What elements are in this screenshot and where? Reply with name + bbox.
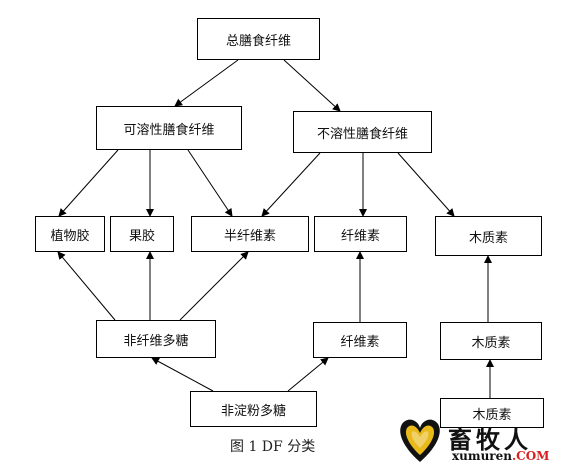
node-hemicellulose: 半纤维素 — [191, 216, 309, 252]
node-soluble-dietary-fiber: 可溶性膳食纤维 — [96, 106, 242, 150]
node-lignin-middle: 木质素 — [440, 322, 542, 360]
arrow-insoluble-to-hemicellulose — [261, 152, 321, 217]
arrow-total-to-insoluble — [283, 59, 341, 112]
node-cellulose-top: 纤维素 — [314, 216, 407, 252]
edge-group — [57, 59, 494, 398]
arrow-soluble-to-hemicellulose — [187, 149, 233, 217]
node-non-starch-polysaccharide: 非淀粉多糖 — [190, 391, 317, 427]
node-lignin-bottom: 木质素 — [440, 398, 544, 428]
arrow-insoluble-to-lignin-top — [397, 152, 455, 217]
arrow-total-to-soluble — [174, 59, 239, 107]
arrow-non-cellulose-polysaccharide-to-hemicellulose — [179, 251, 249, 321]
node-total-dietary-fiber: 总膳食纤维 — [197, 18, 320, 60]
watermark-logo: 畜牧人 xumuren.COM — [398, 418, 574, 465]
watermark-site: xumuren.COM — [452, 449, 549, 463]
watermark-name: 畜牧人 — [448, 425, 532, 454]
heart-shield-icon — [400, 419, 440, 462]
watermark-site-suffix: .COM — [511, 449, 550, 463]
arrow-non-cellulose-polysaccharide-to-plant-gum — [57, 251, 116, 321]
node-cellulose-bottom: 纤维素 — [313, 322, 407, 358]
node-non-cellulose-polysaccharide: 非纤维多糖 — [96, 320, 216, 358]
arrow-non-starch-polysaccharide-to-cellulose-bottom — [287, 357, 329, 392]
node-lignin-top: 木质素 — [435, 216, 542, 256]
node-plant-gum: 植物胶 — [35, 216, 105, 252]
watermark-site-prefix: xumuren — [452, 449, 512, 463]
arrow-non-starch-polysaccharide-to-non-cellulose-polysaccharide — [151, 357, 214, 392]
figure-caption: 图 1 DF 分类 — [230, 439, 316, 455]
arrow-soluble-to-plant-gum — [58, 149, 119, 217]
node-pectin: 果胶 — [110, 216, 174, 252]
node-insoluble-dietary-fiber: 不溶性膳食纤维 — [293, 111, 432, 153]
